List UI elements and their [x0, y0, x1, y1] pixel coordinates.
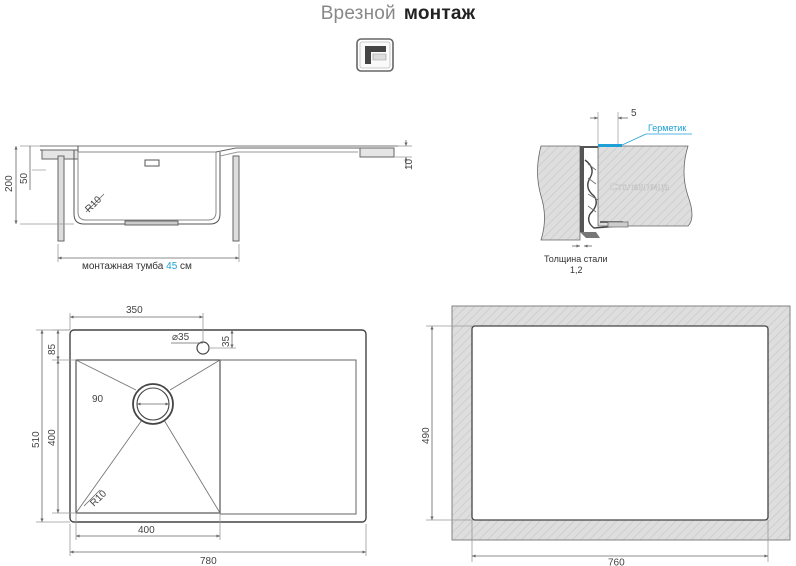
dim-90: 90 [92, 394, 104, 405]
page-title: Врезной монтаж [0, 3, 796, 25]
side-dimensions [14, 140, 412, 262]
dim-510: 510 [31, 431, 42, 448]
dim-780: 780 [200, 556, 217, 566]
detail-dim-5: 5 [631, 108, 637, 119]
dim-hole: ⌀35 [172, 332, 190, 343]
cabinet-label: монтажная тумба 45 см [82, 260, 192, 272]
cabinet-unit: см [180, 261, 192, 272]
sealant-label: Герметик [648, 123, 686, 133]
side-section [20, 145, 398, 242]
steel-label: Толщина стали [544, 254, 608, 264]
steel-value: 1,2 [570, 265, 583, 275]
dim-760: 760 [608, 558, 625, 566]
dim-10: 10 [404, 158, 415, 170]
cutout-dimensions [426, 325, 769, 562]
title-bold: монтаж [403, 3, 476, 24]
dim-200: 200 [4, 175, 15, 192]
plan-view [69, 329, 367, 523]
dim-85: 85 [47, 343, 58, 355]
dim-490: 490 [421, 427, 432, 444]
dim-350: 350 [126, 305, 143, 316]
dim-400-v: 400 [47, 429, 58, 446]
title-light: Врезной [320, 3, 396, 24]
cabinet-label-text: монтажная тумба [82, 260, 164, 272]
dim-400-h: 400 [138, 525, 155, 536]
dim-50: 50 [19, 172, 30, 184]
cutout-view [451, 305, 791, 541]
plan-dimensions [36, 313, 367, 556]
cabinet-value: 45 [166, 261, 178, 272]
countertop-label: Столешница [610, 182, 669, 193]
dim-35: 35 [221, 335, 232, 347]
header: Врезной монтаж [0, 0, 796, 80]
undermount-icon [356, 38, 394, 72]
mount-detail [537, 112, 693, 248]
